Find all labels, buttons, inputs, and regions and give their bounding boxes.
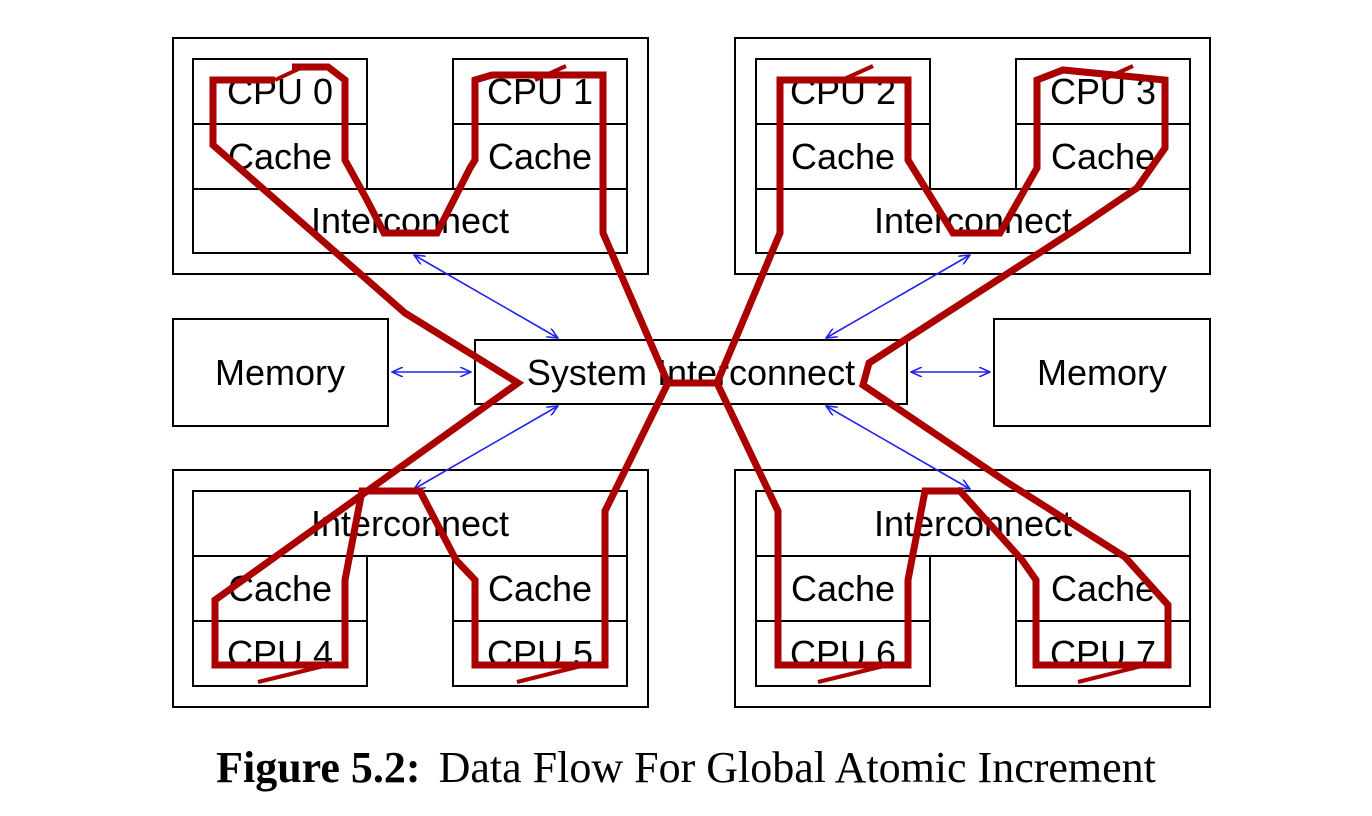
cache5-label: Cache bbox=[488, 568, 592, 609]
path-tick-cpu2 bbox=[841, 64, 874, 82]
cache3-label: Cache bbox=[1051, 136, 1155, 177]
cpu6-box bbox=[755, 620, 931, 687]
arrow-tl-system bbox=[414, 255, 558, 338]
memory-right-box bbox=[993, 318, 1211, 427]
data-flow-diagram: CPU 0 Cache CPU 1 Cache Interconnect CPU… bbox=[172, 37, 1211, 708]
arrow-tr-system bbox=[826, 255, 970, 338]
memory-left-label: Memory bbox=[215, 352, 345, 393]
path-tick-cpu3 bbox=[1101, 64, 1134, 82]
interconnect-top-left-box bbox=[192, 188, 628, 254]
memory-left-box bbox=[172, 318, 389, 427]
system-interconnect-label: System Interconnect bbox=[527, 352, 855, 393]
cache2-label: Cache bbox=[791, 136, 895, 177]
arrow-bl-system bbox=[414, 406, 558, 489]
system-interconnect-box bbox=[474, 339, 908, 405]
interconnect-bottom-right-box bbox=[755, 490, 1191, 557]
memory-right-label: Memory bbox=[1037, 352, 1167, 393]
path-tick-cpu4 bbox=[257, 663, 329, 684]
cpu4-box bbox=[192, 620, 368, 687]
path-tick-cpu7 bbox=[1077, 663, 1147, 684]
figure-caption: Figure 5.2: Data Flow For Global Atomic I… bbox=[0, 742, 1372, 793]
path-tick-cpu1 bbox=[534, 64, 567, 82]
node-box-bottom-right bbox=[734, 469, 1211, 708]
cache4-label: Cache bbox=[228, 568, 332, 609]
figure-caption-text: Data Flow For Global Atomic Increment bbox=[438, 743, 1156, 792]
cache1-label: Cache bbox=[488, 136, 592, 177]
cache6-label: Cache bbox=[791, 568, 895, 609]
cpu7-box bbox=[1015, 620, 1191, 687]
cpu5-box bbox=[452, 620, 628, 687]
arrow-br-system bbox=[826, 406, 970, 489]
node-box-top-right bbox=[734, 37, 1211, 275]
path-tick-cpu0 bbox=[274, 64, 306, 82]
interconnect-top-right-box bbox=[755, 188, 1191, 254]
node-box-top-left bbox=[172, 37, 649, 275]
path-tick-cpu5 bbox=[516, 663, 586, 684]
figure-caption-label: Figure 5.2: bbox=[216, 743, 421, 792]
node-box-bottom-left bbox=[172, 469, 649, 708]
path-tick-cpu6 bbox=[817, 663, 889, 684]
